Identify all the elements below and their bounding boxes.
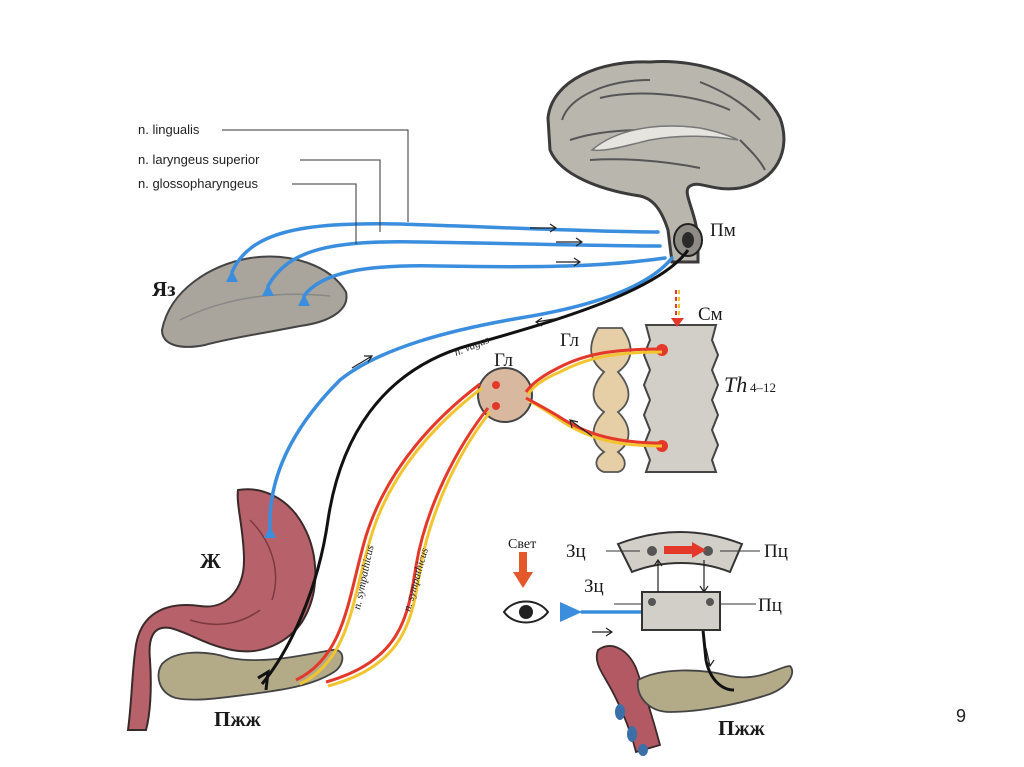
leader-lines (222, 129, 409, 244)
label-n-glossopharyngeus: n. glossopharyngeus (138, 176, 258, 191)
spinal-cord-segment (642, 324, 720, 473)
label-n-vagus: n. vagus (453, 334, 491, 359)
label-medulla: Пм (710, 220, 736, 241)
label-th: Th (724, 372, 747, 397)
label-stomach: Ж (200, 549, 221, 573)
direction-arrows (351, 223, 715, 668)
label-spinal-cord: См (698, 304, 723, 325)
ganglion (477, 367, 533, 423)
label-pc-bottom: Пц (758, 595, 782, 616)
label-ganglion: Гл (494, 350, 514, 371)
visual-center-schema (606, 531, 760, 631)
label-pancreas-right: Пжж (718, 716, 766, 740)
pancreas-left (157, 649, 344, 701)
label-pancreas-left: Пжж (214, 707, 262, 731)
page-number: 9 (955, 706, 966, 726)
label-tongue: Яз (152, 277, 176, 301)
label-pc-top: Пц (764, 541, 788, 562)
sympathetic-nerves (295, 290, 684, 688)
label-th-range: 4–12 (750, 380, 776, 395)
light-arrow-icon (513, 552, 533, 588)
eye-icon (502, 600, 550, 624)
afferent-nerves (226, 222, 674, 622)
tongue (160, 255, 348, 348)
label-n-sympathicus-2: n. sympathicus (401, 547, 431, 613)
label-zc-bottom: Зц (584, 576, 604, 597)
label-ganglion-chain: Гл (560, 330, 580, 351)
label-zc-top: Зц (566, 541, 586, 562)
stomach (126, 488, 317, 731)
pancreas-right (595, 645, 794, 756)
label-n-laryngeus-superior: n. laryngeus superior (138, 152, 260, 167)
label-n-lingualis: n. lingualis (138, 122, 200, 137)
brain (546, 60, 786, 264)
label-light: Свет (508, 537, 536, 552)
